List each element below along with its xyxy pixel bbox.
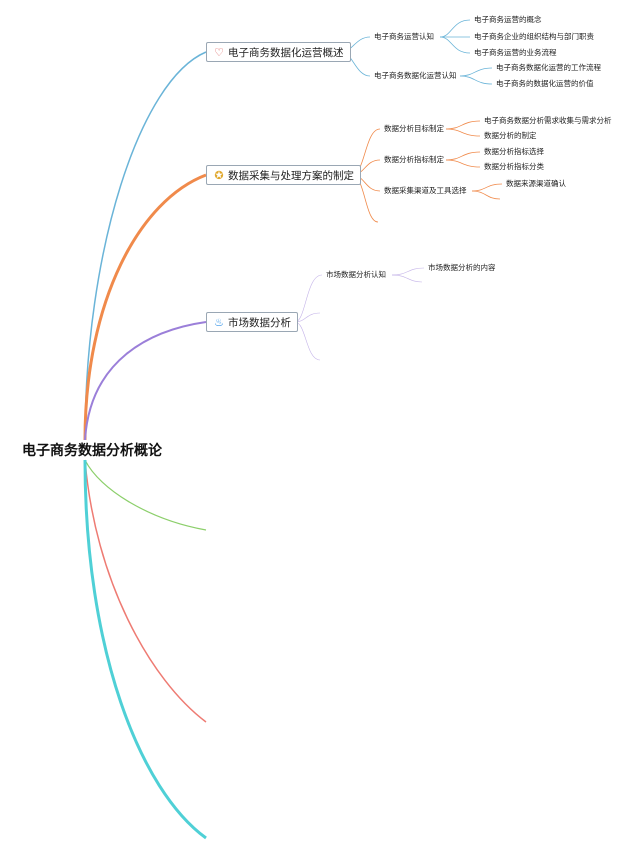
subtopic-2-2[interactable]: 数据分析指标制定 [384,155,444,164]
branch-topic-label: 电子商务数据化运营概述 [228,47,344,59]
branch-topic-2[interactable]: ✪ 数据采集与处理方案的制定 [206,165,361,185]
branch1-leaf-line-4 [459,67,493,77]
heart-icon: ♡ [214,46,224,59]
root-topic[interactable]: 电子商务数据分析概论 [22,443,162,459]
leaf-1-2-1[interactable]: 电子商务数据化运营的工作流程 [496,63,601,72]
main-branch-line-2 [83,173,207,441]
branch3-sub-line-3 [294,321,321,361]
leaf-2-1-2[interactable]: 数据分析的制定 [484,131,537,140]
leaf-2-2-2[interactable]: 数据分析指标分类 [484,162,544,171]
subtopic-1-1[interactable]: 电子商务运营认知 [374,32,434,41]
main-branch-line-6 [83,459,207,840]
branch2-leaf-line-6 [471,190,501,200]
subtopic-3-1[interactable]: 市场数据分析认知 [326,270,386,279]
subtopic-2-1[interactable]: 数据分析目标制定 [384,124,444,133]
branch3-sub-line-1 [294,274,323,323]
main-branch-line-3 [84,321,207,441]
branch3-leaf-line-1 [391,267,425,276]
branch2-leaf-line-3 [445,151,481,161]
subtopic-2-3[interactable]: 数据采集渠道及工具选择 [384,186,467,195]
main-branch-line-4 [84,459,207,531]
leaf-3-1-1[interactable]: 市场数据分析的内容 [428,263,496,272]
branch2-leaf-line-5 [471,183,503,192]
leaf-1-1-1[interactable]: 电子商务运营的概念 [474,15,542,24]
branch2-leaf-line-4 [445,159,481,168]
medal-icon: ✪ [214,169,224,182]
subtopic-1-2[interactable]: 电子商务数据化运营认知 [374,71,457,80]
leaf-1-2-2[interactable]: 电子商务的数据化运营的价值 [496,79,594,88]
leaf-1-1-3[interactable]: 电子商务运营的业务流程 [474,48,557,57]
branch2-leaf-line-2 [445,128,481,137]
branch3-leaf-line-2 [391,274,423,283]
branch1-leaf-line-3 [439,36,471,54]
main-branch-line-5 [84,459,207,723]
leaf-2-3-1[interactable]: 数据来源渠道确认 [506,179,566,188]
leaf-1-1-2[interactable]: 电子商务企业的组织结构与部门职责 [474,32,594,41]
branch2-leaf-line-1 [445,120,481,130]
branch1-leaf-line-1 [439,19,471,38]
flame-icon: ♨ [214,316,224,329]
main-branch-line-1 [84,51,207,441]
branch-topic-1[interactable]: ♡ 电子商务数据化运营概述 [206,42,351,62]
branch-topic-label: 数据采集与处理方案的制定 [228,170,354,182]
branch-topic-3[interactable]: ♨ 市场数据分析 [206,312,298,332]
leaf-2-1-1[interactable]: 电子商务数据分析需求收集与需求分析 [484,116,612,125]
branch3-sub-line-2 [294,312,321,323]
branch1-leaf-line-5 [459,75,493,85]
leaf-2-2-1[interactable]: 数据分析指标选择 [484,147,544,156]
branch-topic-label: 市场数据分析 [228,317,291,329]
